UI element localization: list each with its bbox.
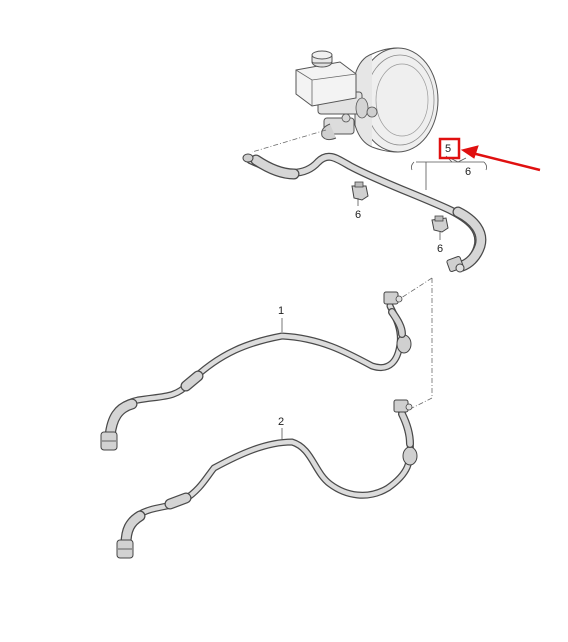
vacuum-hose-part-1	[100, 291, 412, 451]
leader-part-5-bracket	[416, 161, 484, 190]
ref-line-booster-to-hose	[251, 129, 327, 153]
callout-part-5: 5	[445, 143, 451, 155]
highlight-annotation	[438, 137, 541, 172]
callout-part-2: 2	[278, 416, 284, 428]
vacuum-hose-part-2	[116, 399, 418, 559]
vacuum-hose-part-5	[242, 152, 487, 273]
highlight-arrow-head	[460, 145, 479, 159]
check-valve-1	[396, 334, 412, 354]
highlight-arrow-shaft	[471, 151, 541, 172]
hose-clip-right	[431, 215, 449, 233]
callout-part-6-clip-left: 6	[355, 209, 361, 221]
callout-part-1: 1	[278, 305, 284, 317]
hose-clip-left	[351, 181, 369, 201]
booster-vacuum-port	[321, 123, 337, 141]
hose-fitting-left	[242, 153, 254, 163]
callout-labels: 1 2 5 6 6 6	[278, 143, 471, 428]
callout-leaders	[281, 155, 488, 440]
brake-booster-assembly	[295, 47, 439, 153]
fluid-reservoir	[295, 61, 357, 107]
callout-part-6-top: 6	[465, 166, 471, 178]
highlight-box-part-5	[438, 137, 461, 160]
callout-part-6-clip-right: 6	[437, 243, 443, 255]
check-valve-2	[402, 446, 418, 466]
